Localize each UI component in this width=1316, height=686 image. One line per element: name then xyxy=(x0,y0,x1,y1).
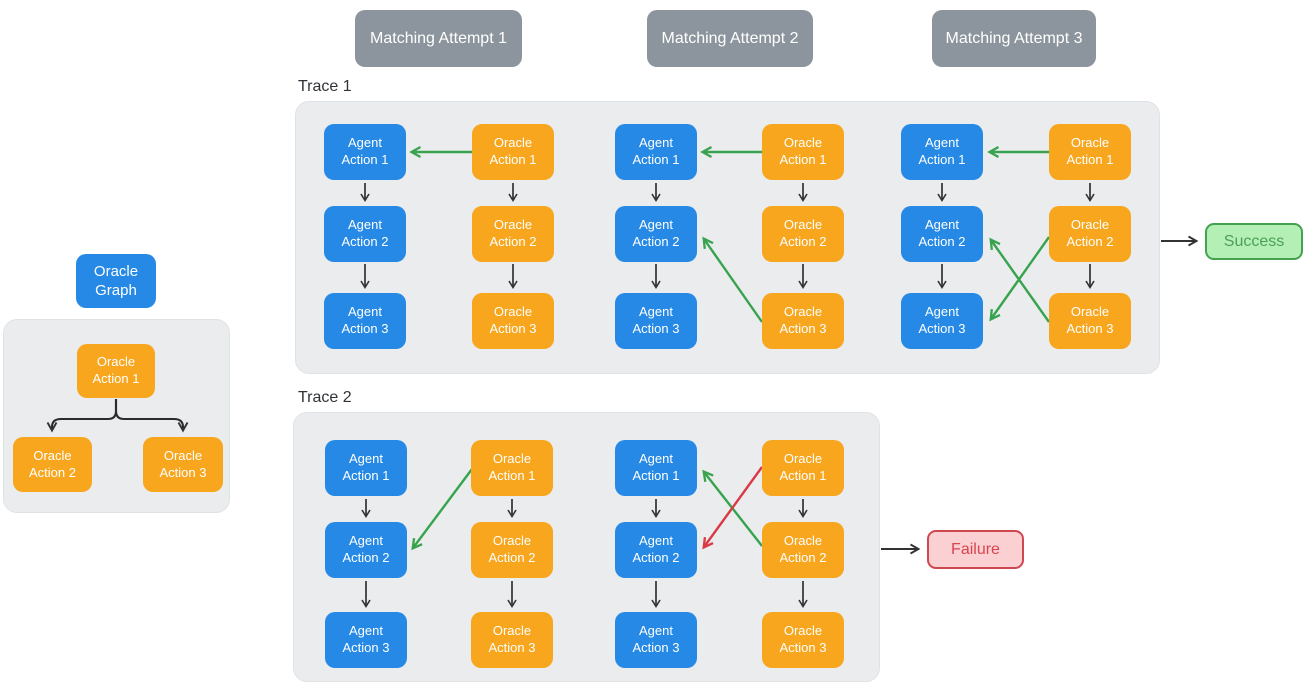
t2a2-oracle-action-2: Oracle Action 2 xyxy=(762,522,844,578)
t1a1-agent-action-1: Agent Action 1 xyxy=(324,124,406,180)
t1a2-agent-action-3: Agent Action 3 xyxy=(615,293,697,349)
t1a2-oracle-action-2: Oracle Action 2 xyxy=(762,206,844,262)
t1a3-agent-action-1: Agent Action 1 xyxy=(901,124,983,180)
t1a1-agent-action-2: Agent Action 2 xyxy=(324,206,406,262)
matching-attempt-3-header: Matching Attempt 3 xyxy=(932,10,1096,67)
matching-attempt-2-header: Matching Attempt 2 xyxy=(647,10,813,67)
t1a3-oracle-action-3: Oracle Action 3 xyxy=(1049,293,1131,349)
t1a2-oracle-action-3: Oracle Action 3 xyxy=(762,293,844,349)
t2a1-agent-action-1: Agent Action 1 xyxy=(325,440,407,496)
oracle-graph-node-3: Oracle Action 3 xyxy=(143,437,223,492)
t2a1-oracle-action-1: Oracle Action 1 xyxy=(471,440,553,496)
t2a2-agent-action-2: Agent Action 2 xyxy=(615,522,697,578)
t1a1-agent-action-3: Agent Action 3 xyxy=(324,293,406,349)
t2a2-agent-action-1: Agent Action 1 xyxy=(615,440,697,496)
t2a1-oracle-action-2: Oracle Action 2 xyxy=(471,522,553,578)
t1a3-oracle-action-2: Oracle Action 2 xyxy=(1049,206,1131,262)
t1a3-agent-action-3: Agent Action 3 xyxy=(901,293,983,349)
t1a3-agent-action-2: Agent Action 2 xyxy=(901,206,983,262)
failure-badge: Failure xyxy=(927,530,1024,569)
t2a1-oracle-action-3: Oracle Action 3 xyxy=(471,612,553,668)
t1a1-oracle-action-2: Oracle Action 2 xyxy=(472,206,554,262)
oracle-graph-node-1: Oracle Action 1 xyxy=(77,344,155,398)
t2a2-agent-action-3: Agent Action 3 xyxy=(615,612,697,668)
matching-attempt-1-header: Matching Attempt 1 xyxy=(355,10,522,67)
oracle-graph-title: Oracle Graph xyxy=(76,254,156,308)
t1a1-oracle-action-1: Oracle Action 1 xyxy=(472,124,554,180)
t1a3-oracle-action-1: Oracle Action 1 xyxy=(1049,124,1131,180)
t1a2-agent-action-1: Agent Action 1 xyxy=(615,124,697,180)
t2a2-oracle-action-3: Oracle Action 3 xyxy=(762,612,844,668)
t2a1-agent-action-3: Agent Action 3 xyxy=(325,612,407,668)
t1a2-agent-action-2: Agent Action 2 xyxy=(615,206,697,262)
t2a1-agent-action-2: Agent Action 2 xyxy=(325,522,407,578)
trace-1-panel xyxy=(295,101,1160,374)
trace-2-label: Trace 2 xyxy=(298,389,352,406)
oracle-graph-node-2: Oracle Action 2 xyxy=(13,437,92,492)
trace-1-label: Trace 1 xyxy=(298,78,352,95)
success-badge: Success xyxy=(1205,223,1303,260)
t1a1-oracle-action-3: Oracle Action 3 xyxy=(472,293,554,349)
t2a2-oracle-action-1: Oracle Action 1 xyxy=(762,440,844,496)
t1a2-oracle-action-1: Oracle Action 1 xyxy=(762,124,844,180)
